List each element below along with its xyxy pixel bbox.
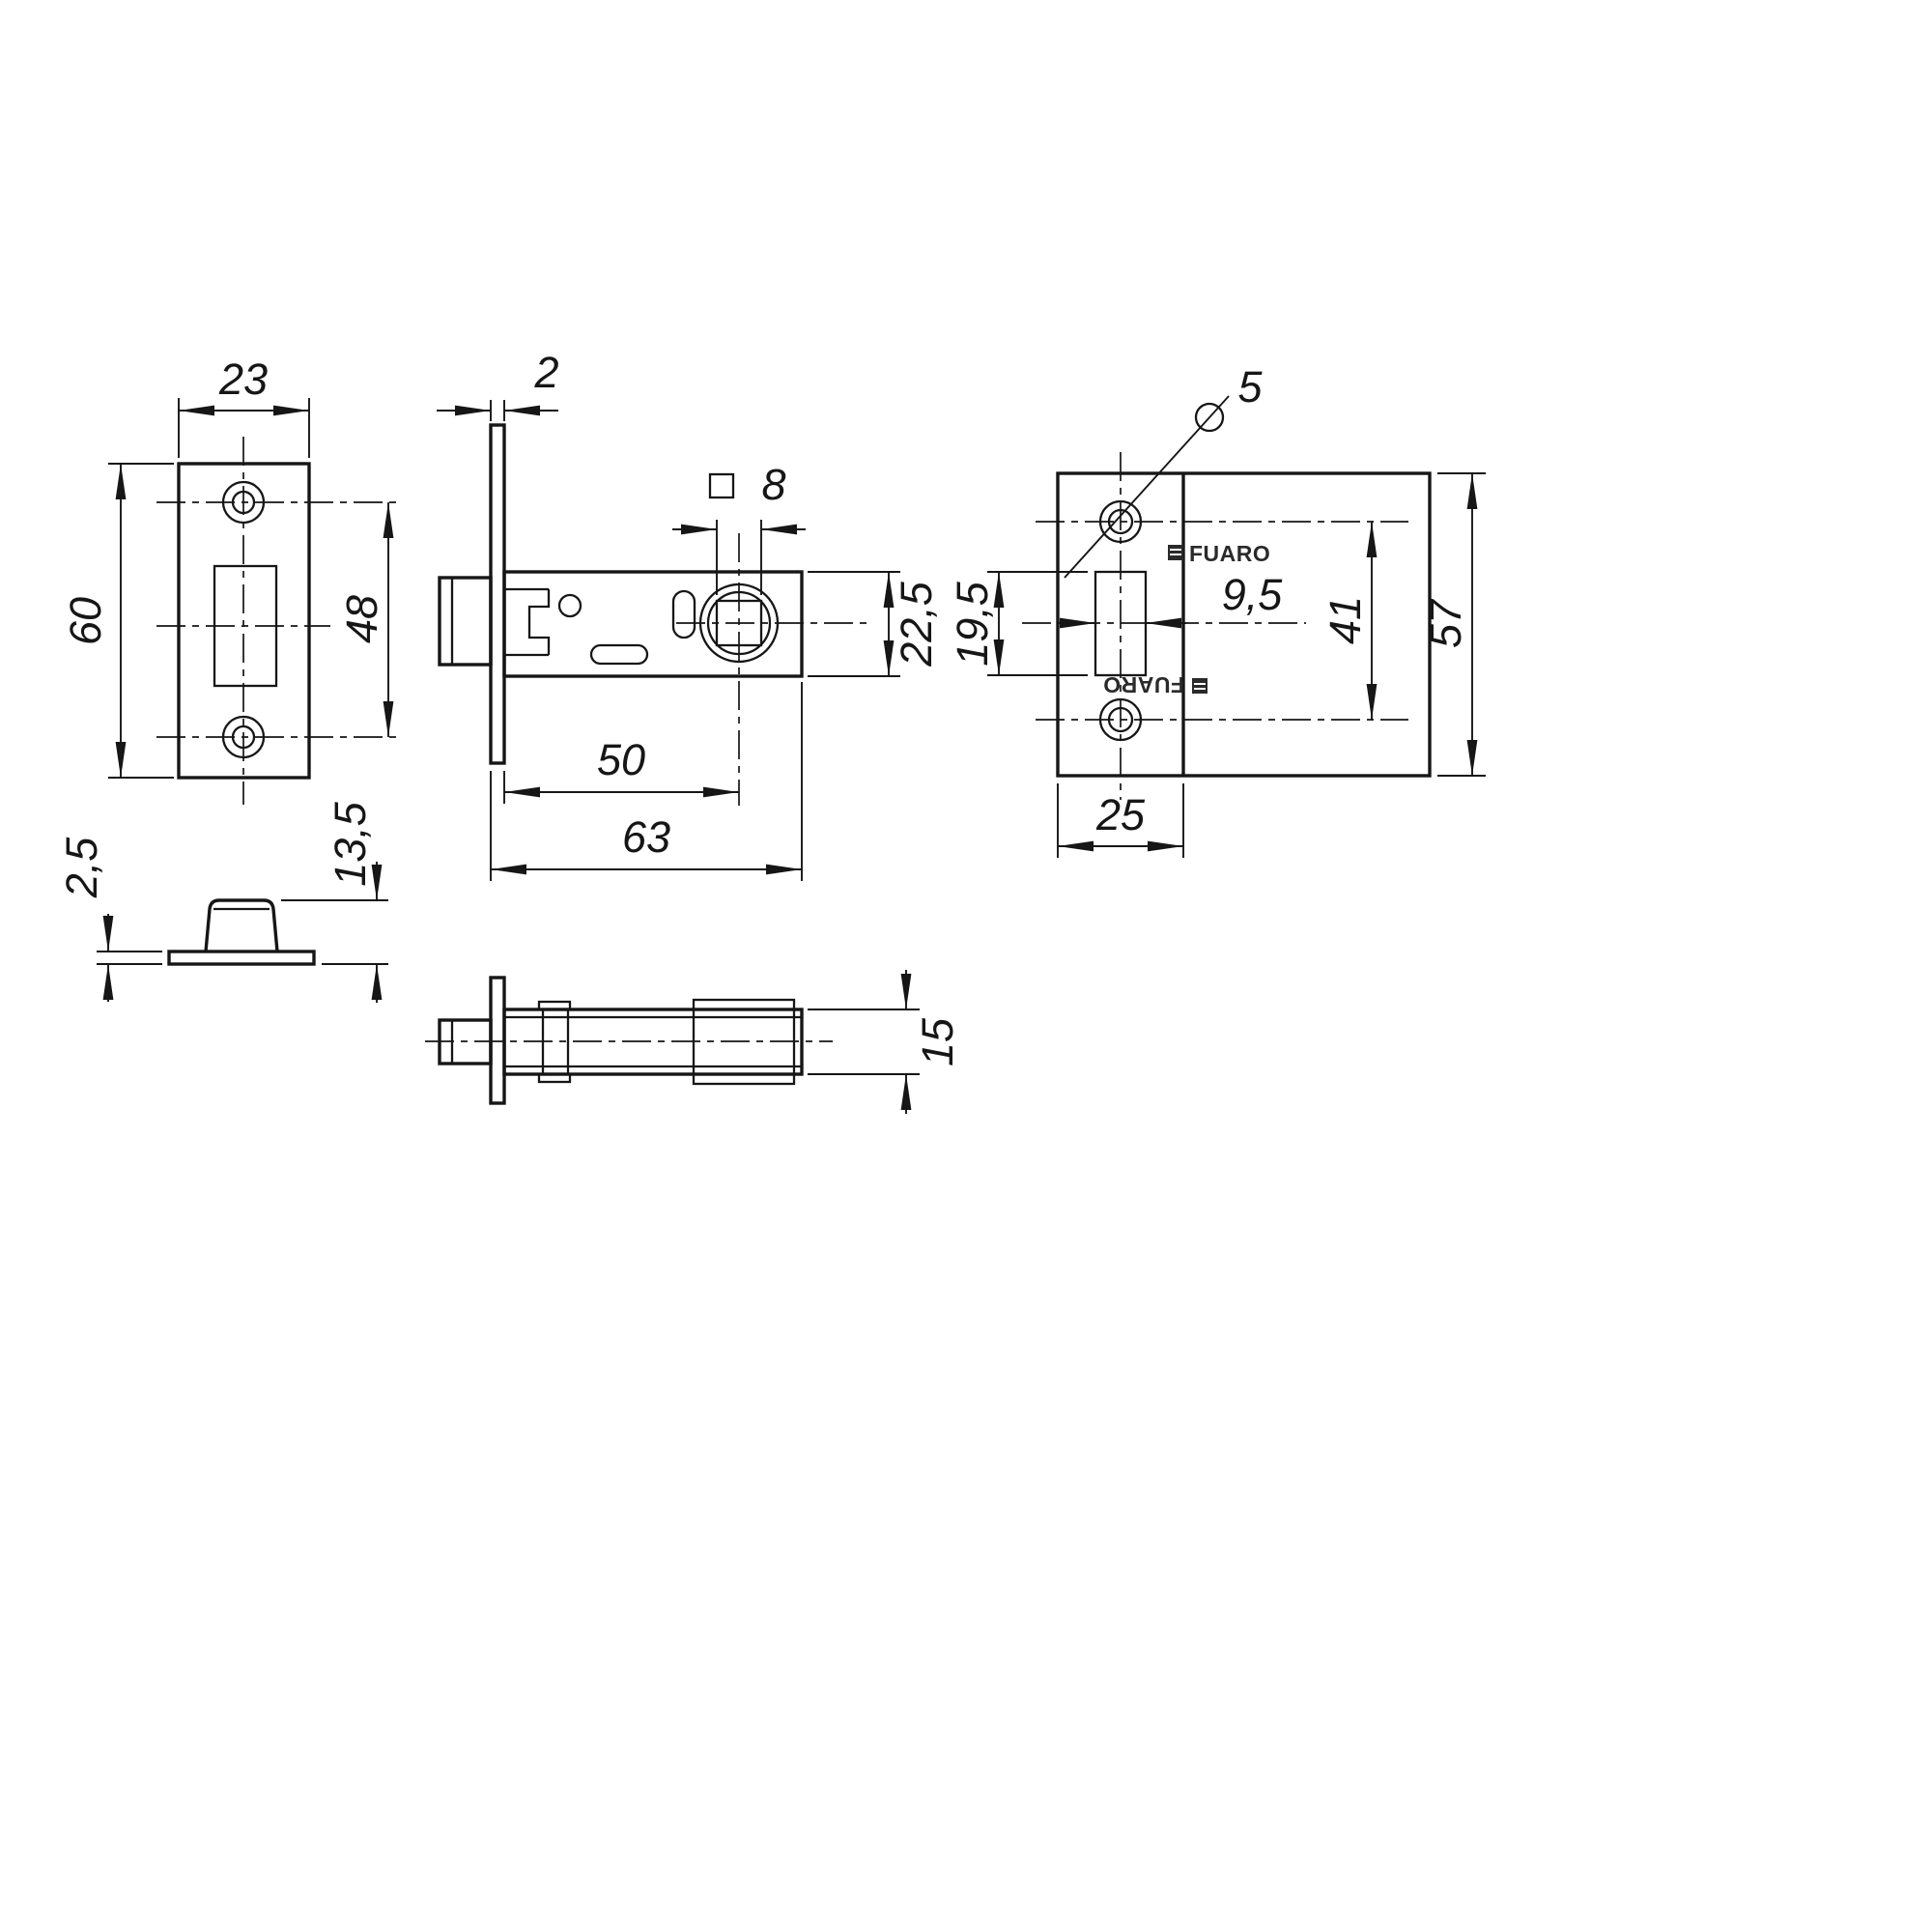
extension-lines [808,571,900,677]
fuaro-logo-icon [1168,545,1183,560]
square-symbol [708,472,735,499]
centerlines [156,437,398,805]
dim-label: 48 [337,595,386,643]
bolt-tail-detail [504,587,551,657]
view-faceplate-front: 23 60 48 [61,355,398,805]
dim-label: 2 [533,348,558,397]
dim-label: 9,5 [1222,570,1284,619]
extension-lines [108,463,174,779]
view-faceplate-side: 2,5 13,5 [57,801,388,1003]
diameter-symbol [1194,402,1225,433]
extension-lines [97,951,162,965]
dim-backset: 50 [503,735,739,804]
case-tab-bottom [537,1072,572,1084]
pin-hole [557,593,582,618]
dim-spindle-square: 8 [672,460,806,595]
dim-label: 22,5 [892,581,941,668]
extension-lines [490,400,505,421]
dim-case-thickness: 15 [808,970,962,1114]
view-plate-front: FUARO FUARO 5 19,5 9,5 41 [948,362,1486,858]
dim-label: 50 [597,735,645,784]
dim-bolt-height: 13,5 [281,801,388,1003]
slot-vertical [671,589,696,639]
case-inner-lines [504,1009,802,1074]
screw-hole-top-inner [231,490,256,515]
dim-label: 5 [1237,362,1263,412]
dim-label: 63 [622,812,670,862]
dim-label: 23 [218,355,268,404]
leader-line [1064,395,1230,579]
latch-bolt [438,576,493,667]
case-tab-top [537,1000,572,1011]
dim-screw-diameter: 5 [1064,362,1263,579]
dim-latch-hole-height: 19,5 [948,571,1088,676]
brand-name: FUARO [1189,541,1270,566]
fuaro-logo-icon-stripes [1170,549,1181,555]
dim-faceplate-width: 23 [178,355,310,458]
dim-case-height: 22,5 [808,571,941,677]
dim-latch-hole-width: 9,5 [1057,570,1284,629]
dim-label: 2,5 [57,837,106,899]
centerlines [676,533,867,806]
slot-horizontal [589,643,649,666]
dim-plate-thickness: 2,5 [57,837,162,1002]
fuaro-logo-icon [1192,678,1208,694]
dim-label: 41 [1321,596,1370,644]
dim-faceplate-height: 60 [61,463,174,779]
latch-case [502,570,804,678]
dim-screw-spacing: 41 [1321,522,1378,720]
dim-label: 15 [913,1017,962,1066]
plate-and-case-outline [1056,471,1432,778]
dim-faceplate-screw-spacing: 48 [337,502,394,737]
brand-name: FUARO [1103,672,1184,697]
latch-case [502,1008,804,1076]
view-latch-side: 2 8 22,5 50 63 [437,348,941,881]
faceplate-latch-hole [213,564,278,688]
bolt-profile [204,898,279,952]
screw-hole-top [221,480,266,525]
dim-label: 13,5 [326,801,375,887]
dim-case-length: 63 [490,682,803,881]
dim-plate-width: 25 [1057,783,1184,858]
faceplate-outline [177,462,311,780]
view-latch-top: 15 [425,970,962,1114]
dim-label: 25 [1095,790,1146,839]
screw-hole-bottom [221,715,266,759]
dim-faceplate-thickness: 2 [437,348,559,421]
dim-label: 60 [61,597,110,645]
dim-label: 57 [1421,598,1470,648]
centerlines [1022,452,1408,800]
extension-lines [1437,472,1486,777]
extension-lines [490,682,803,881]
faceplate-edge [489,976,506,1105]
brand-logo-bottom: FUARO [1103,672,1208,697]
fuaro-logo-icon-stripes [1194,683,1206,690]
faceplate-profile [489,423,506,765]
brand-logo-top: FUARO [1168,541,1270,566]
screw-hole-bottom-inner [231,724,256,750]
faceplate-edge [167,950,316,966]
extension-lines [281,899,388,965]
dim-label: 8 [761,460,785,509]
dim-total-height: 57 [1421,472,1486,777]
dim-label: 19,5 [948,581,997,667]
